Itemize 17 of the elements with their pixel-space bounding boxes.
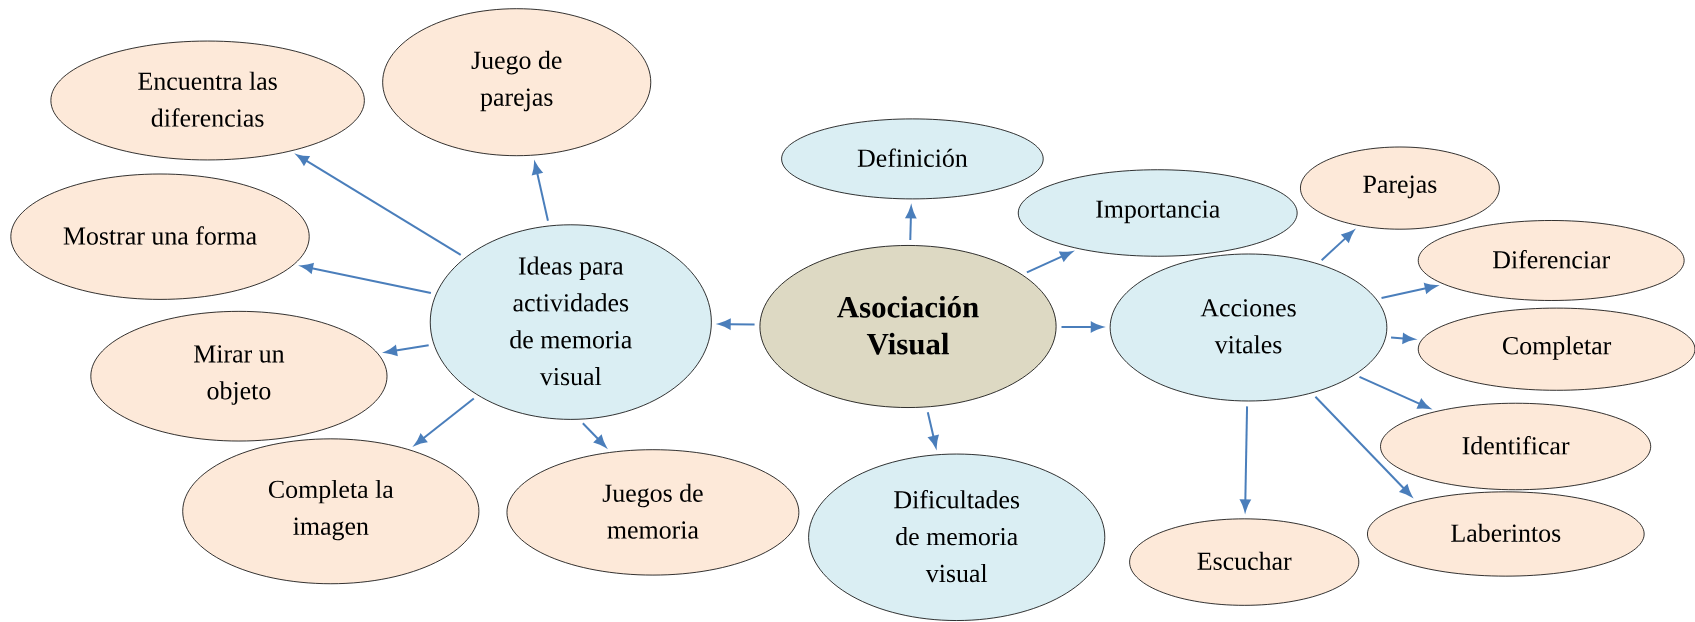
arrow bbox=[414, 397, 475, 446]
arrow bbox=[926, 411, 939, 448]
arrow bbox=[300, 263, 432, 294]
arrow bbox=[384, 344, 430, 356]
arrow bbox=[1358, 375, 1430, 409]
arrow bbox=[718, 318, 756, 330]
arrow bbox=[1025, 251, 1073, 274]
arrow bbox=[581, 422, 607, 448]
arrow bbox=[1320, 230, 1355, 262]
arrow bbox=[1314, 395, 1412, 497]
arrow bbox=[1390, 333, 1415, 344]
arrow bbox=[905, 206, 917, 242]
arrow bbox=[1380, 283, 1437, 300]
arrow bbox=[532, 162, 549, 222]
arrow bbox=[1240, 405, 1251, 512]
arrow bbox=[296, 154, 462, 256]
arrow bbox=[1060, 321, 1103, 333]
